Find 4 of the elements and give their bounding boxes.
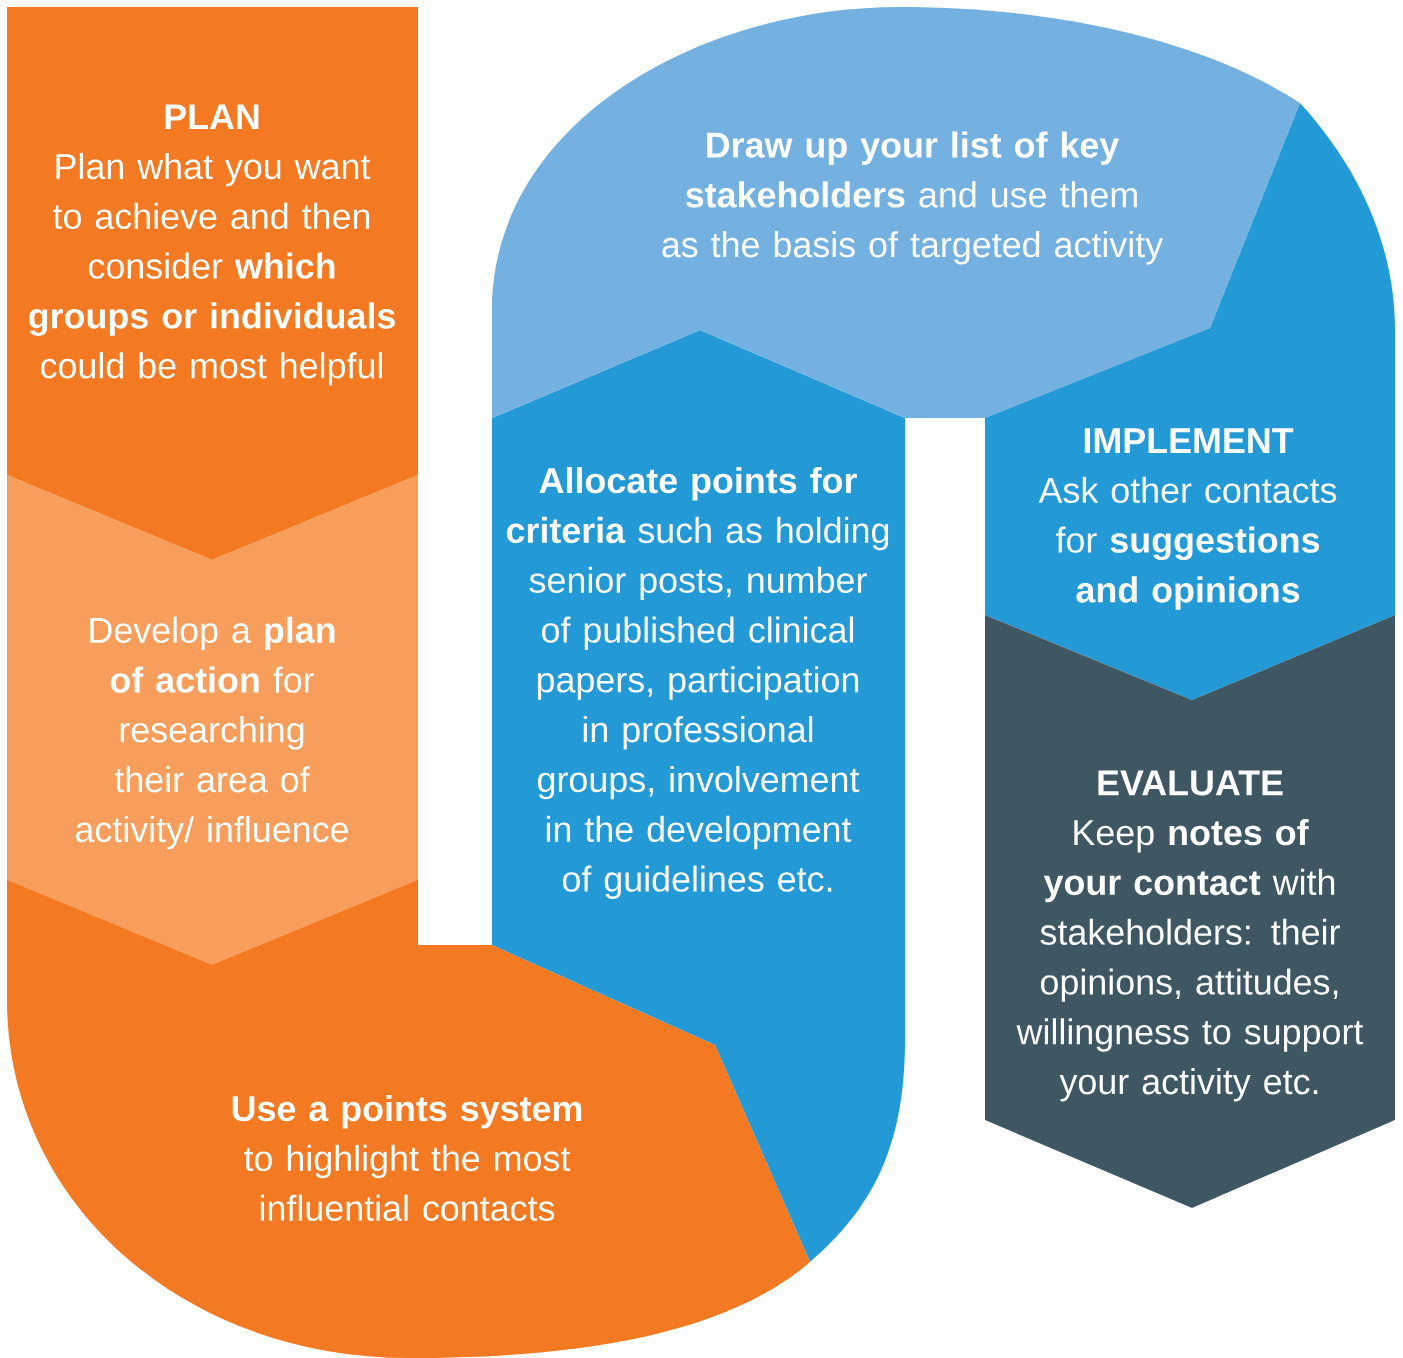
stage-panel: EVALUATE Keep notes of your contact with stakeholders: their opinions, attitudes, willingness to support your activity etc.: [985, 615, 1395, 1208]
stage-panel: PLAN Plan what you want to achieve and then consider which groups or individuals could be most helpful: [7, 7, 418, 560]
stage-panel: Develop a plan of action for researching their area of activity/ influence: [7, 475, 418, 965]
stage-panel: Draw up your list of key stakeholders and use them as the basis of targeted activity: [492, 7, 1300, 418]
